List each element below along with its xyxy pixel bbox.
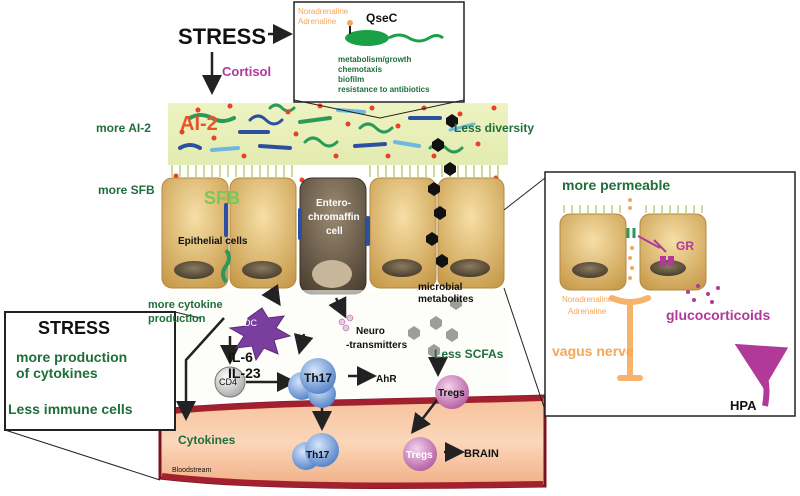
entero-label-2: chromaffin [308,212,360,223]
hpa-label: HPA [730,398,757,413]
flow-arrows [176,24,465,462]
tregs-label: Tregs [438,388,465,399]
bacteria-layer [178,103,476,154]
cd4-label: CD4 [219,377,237,387]
blood-tregs-label: Tregs [406,450,433,461]
il6-label: IL-6 [228,349,253,365]
brain-label: BRAIN [464,448,499,460]
blood-th17-label: Th17 [306,450,330,461]
glucocorticoid-dots [686,284,720,304]
effect-1: metabolism/growth [338,55,411,64]
ai2-label: AI-2 [180,113,218,135]
less-diversity-label: Less diversity [454,121,534,135]
ai2-dots [173,103,499,187]
sfb-label: SFB [204,188,240,208]
stress-box-line-3: Less immune cells [8,401,133,417]
cortisol-label: Cortisol [222,64,271,79]
epithelial-cell [437,177,505,289]
il23-label: IL-23 [228,365,261,381]
stress-box-line-1: more production [16,349,127,365]
leak-dots [628,198,634,280]
gr-label: GR [676,239,694,253]
neurotransmitter-dots [338,314,354,332]
less-scfas-label: Less SCFAs [434,347,504,361]
cd4-cell [214,366,246,398]
more-permeable-label: more permeable [562,177,670,193]
cytokines-label: Cytokines [178,433,236,447]
epithelial-layer [161,165,505,295]
entero-label-3: cell [326,226,343,237]
bloodstream-label: Bloodstream [172,467,211,474]
stress-box [4,311,176,431]
th17-cluster [288,358,336,408]
noradrenaline-label: Noradrenaline [298,7,349,16]
epithelial-cells-label: Epithelial cells [178,236,248,247]
microbial-label-2: metabolites [418,294,474,305]
effect-4: resistance to antibiotics [338,85,430,94]
stress-title: STRESS [178,24,266,49]
dc-label: DC [244,318,257,328]
entero-label-1: Entero- [316,198,351,209]
microbial-label-1: microbial [418,282,463,293]
blood-tregs [403,437,437,471]
qsec-box [293,1,465,103]
inset-cells [559,205,707,291]
more-ai2-label: more AI-2 [96,121,151,135]
th17-label: Th17 [304,371,332,385]
ahr-label: AhR [376,374,397,385]
neuro-label-2: -transmitters [346,340,408,351]
more-cytokine-label-2: production [148,313,206,325]
vagus-nerve [609,295,651,381]
neuro-label-1: Neuro [356,326,385,337]
adrenaline-label: Adrenaline [298,17,337,26]
tregs-cell [435,375,469,409]
more-sfb-label: more SFB [98,183,155,197]
effect-3: biofilm [338,75,364,84]
inset-adrenaline-label: Adrenaline [568,307,607,316]
blood-th17 [292,433,339,470]
hpa-arrow [734,343,789,407]
qsec-label: QseC [366,11,398,25]
stress-box-title: STRESS [38,318,110,338]
vagus-nerve-label: vagus nerve [552,343,634,359]
more-cytokine-label-1: more cytokine [148,299,223,311]
glucocorticoids-label: glucocorticoids [666,307,770,323]
dendritic-cell [228,307,292,362]
inset-noradrenaline-label: Noradrenaline [562,295,613,304]
effect-2: chemotaxis [338,65,383,74]
stress-box-line-2: of cytokines [16,365,98,381]
